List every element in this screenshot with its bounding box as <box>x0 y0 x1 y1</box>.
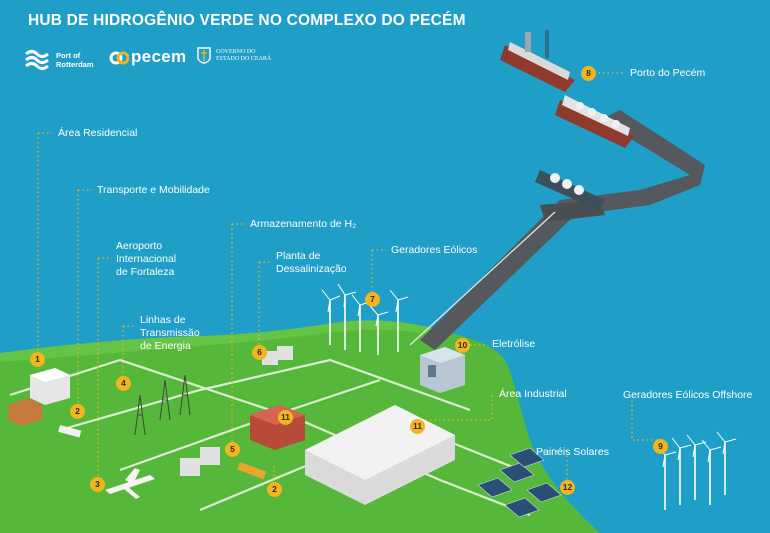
label-aeroporto: Aeroporto Internacional de Fortaleza <box>116 240 176 279</box>
marker-1: 1 <box>30 352 45 367</box>
pecem-wordmark: pecem <box>131 47 187 66</box>
marker-2b: 2 <box>267 482 282 497</box>
marker-6: 6 <box>252 345 267 360</box>
label-porto: Porto do Pecém <box>630 67 706 79</box>
marker-7: 7 <box>365 292 380 307</box>
onshore-turbines <box>321 283 409 355</box>
governo-line2: ESTADO DO CEARÁ <box>216 56 272 62</box>
label-linhas: Linhas de Transmissão de Energia <box>140 314 200 353</box>
label-transporte: Transporte e Mobilidade <box>97 184 210 196</box>
transmission-towers <box>134 374 191 436</box>
label-area-residencial: Área Residencial <box>58 127 138 139</box>
label-planta-line2: Dessalinização <box>276 263 347 275</box>
ship-1 <box>500 30 575 92</box>
label-eletrolise: Eletrólise <box>492 338 536 350</box>
marker-11b: 11 <box>410 419 425 434</box>
callout-leaders <box>37 72 660 482</box>
marker-9: 9 <box>653 439 668 454</box>
label-planta: Planta de Dessalinização <box>276 250 347 276</box>
rotterdam-line2: Rotterdam <box>56 60 94 69</box>
airplane <box>105 468 155 499</box>
marker-2a: 2 <box>70 404 85 419</box>
label-linhas-line2: Transmissão <box>140 327 200 339</box>
marker-3: 3 <box>90 477 105 492</box>
marker-12: 12 <box>560 480 575 495</box>
ship-3 <box>535 170 605 210</box>
label-planta-line1: Planta de <box>276 250 321 262</box>
residential-buildings <box>8 368 70 426</box>
label-linhas-line1: Linhas de <box>140 314 186 326</box>
marker-4: 4 <box>116 376 131 391</box>
marker-10: 10 <box>455 338 470 353</box>
label-aeroporto-line3: de Fortaleza <box>116 266 175 278</box>
label-area-industrial: Área Industrial <box>499 388 567 400</box>
ship-2 <box>555 95 635 148</box>
rotterdam-line1: Port of <box>56 51 81 60</box>
marker-8: 8 <box>581 66 596 81</box>
marker-5: 5 <box>225 442 240 457</box>
page-title: HUB DE HIDROGÊNIO VERDE NO COMPLEXO DO P… <box>28 12 466 29</box>
label-paineis-solares: Painéis Solares <box>536 446 609 458</box>
port-of-rotterdam-logo: Port of Rotterdam <box>24 44 104 74</box>
label-linhas-line3: de Energia <box>140 340 191 352</box>
governo-ceara-logo: GOVERNO DO ESTADO DO CEARÁ <box>197 44 287 74</box>
offshore-turbines <box>656 431 737 510</box>
label-offshore: Geradores Eólicos Offshore <box>623 389 753 401</box>
pecem-symbol-icon <box>109 51 129 65</box>
coat-of-arms-icon <box>197 47 211 64</box>
storage-tanks <box>180 346 293 476</box>
label-geradores-eolicos: Geradores Eólicos <box>391 244 478 256</box>
solar-panels <box>477 447 562 518</box>
label-aeroporto-line2: Internacional <box>116 253 177 265</box>
label-armazenamento: Armazenamento de H₂ <box>250 218 357 230</box>
label-aeroporto-line1: Aeroporto <box>116 240 163 252</box>
vehicles <box>58 425 267 480</box>
waves-icon <box>25 50 49 70</box>
governo-line1: GOVERNO DO <box>216 49 256 55</box>
pecem-logo: pecem <box>109 44 189 74</box>
electrolysis-building <box>420 347 465 393</box>
marker-11a: 11 <box>278 410 293 425</box>
